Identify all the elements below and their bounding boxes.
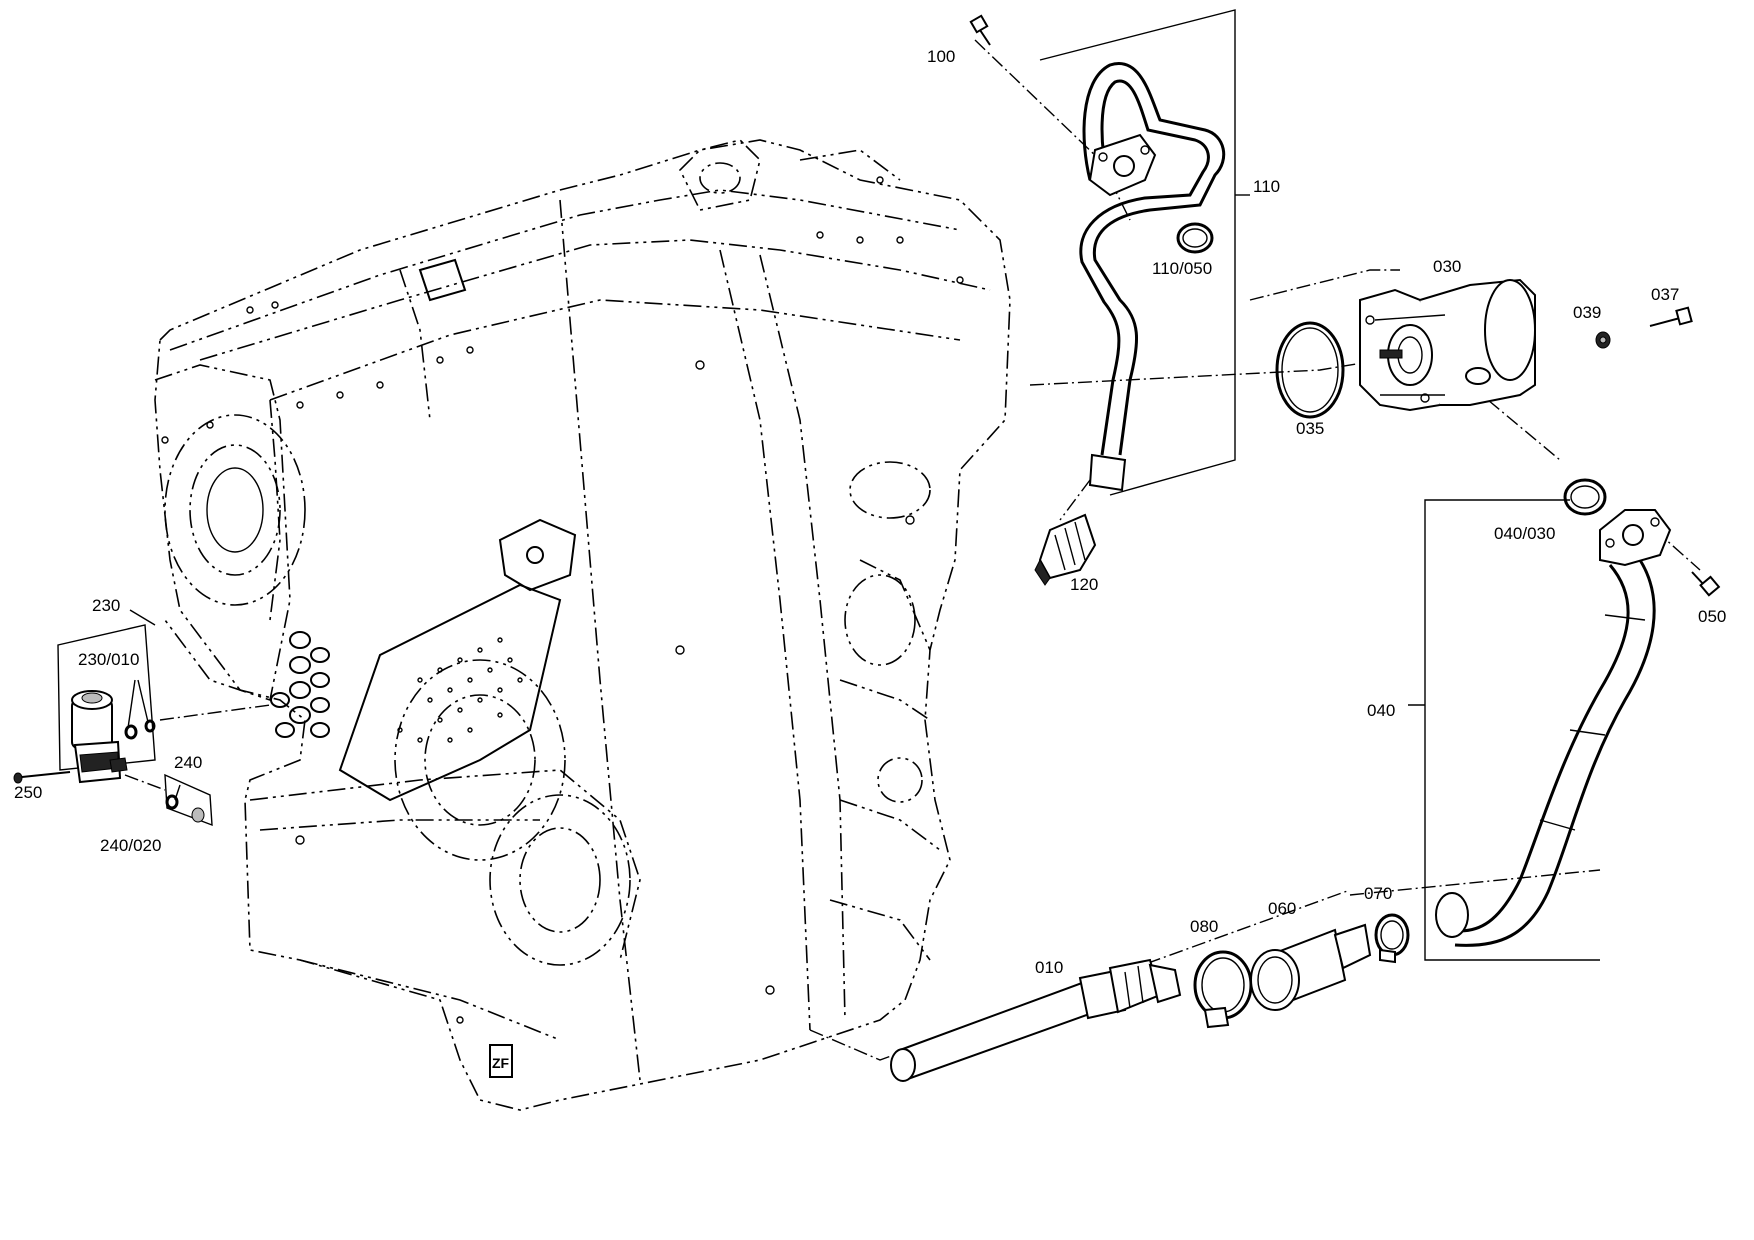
transmission-housing: ZF [154, 139, 1011, 1111]
callout-labels: 100 110 110/050 120 035 030 039 037 040/… [14, 47, 1726, 977]
housing-logo: ZF [492, 1055, 510, 1071]
callout-230: 230 [92, 596, 120, 615]
screw-100 [969, 14, 991, 46]
callout-035: 035 [1296, 419, 1324, 438]
callout-080: 080 [1190, 917, 1218, 936]
sensor-120 [1034, 513, 1097, 586]
screw-050 [1691, 571, 1721, 597]
pipe-110-bracket [1039, 9, 1250, 496]
callout-050: 050 [1698, 607, 1726, 626]
hose-clamp-080 [1193, 950, 1253, 1029]
suction-pipe-040 [1435, 509, 1672, 947]
hose-060 [1250, 923, 1372, 1011]
gear-pump-030 [1359, 278, 1536, 412]
callout-040-030: 040/030 [1494, 524, 1555, 543]
callout-230-010: 230/010 [78, 650, 139, 669]
callout-040: 040 [1367, 701, 1395, 720]
callout-039: 039 [1573, 303, 1601, 322]
o-ring-040-030 [1563, 478, 1607, 516]
callout-070: 070 [1364, 884, 1392, 903]
callout-100: 100 [927, 47, 955, 66]
nut-039 [1595, 331, 1611, 349]
screw-037 [1649, 306, 1693, 327]
callout-010: 010 [1035, 958, 1063, 977]
callout-240-020: 240/020 [100, 836, 161, 855]
callout-037: 037 [1651, 285, 1679, 304]
suction-pipe-040-bracket [1408, 499, 1600, 961]
pressure-pipe-110 [969, 14, 1226, 492]
solenoid-valve-230 [57, 609, 156, 784]
callout-240: 240 [174, 753, 202, 772]
tube-010 [890, 958, 1182, 1082]
callout-030: 030 [1433, 257, 1461, 276]
hose-clamp-070 [1374, 913, 1410, 964]
callout-120: 120 [1070, 575, 1098, 594]
plate-240 [164, 773, 213, 827]
callout-250: 250 [14, 783, 42, 802]
callout-060: 060 [1268, 899, 1296, 918]
o-ring-035 [1275, 321, 1345, 419]
callout-110: 110 [1253, 177, 1280, 196]
bolt-250 [13, 771, 71, 784]
callout-110-050: 110/050 [1152, 259, 1212, 278]
